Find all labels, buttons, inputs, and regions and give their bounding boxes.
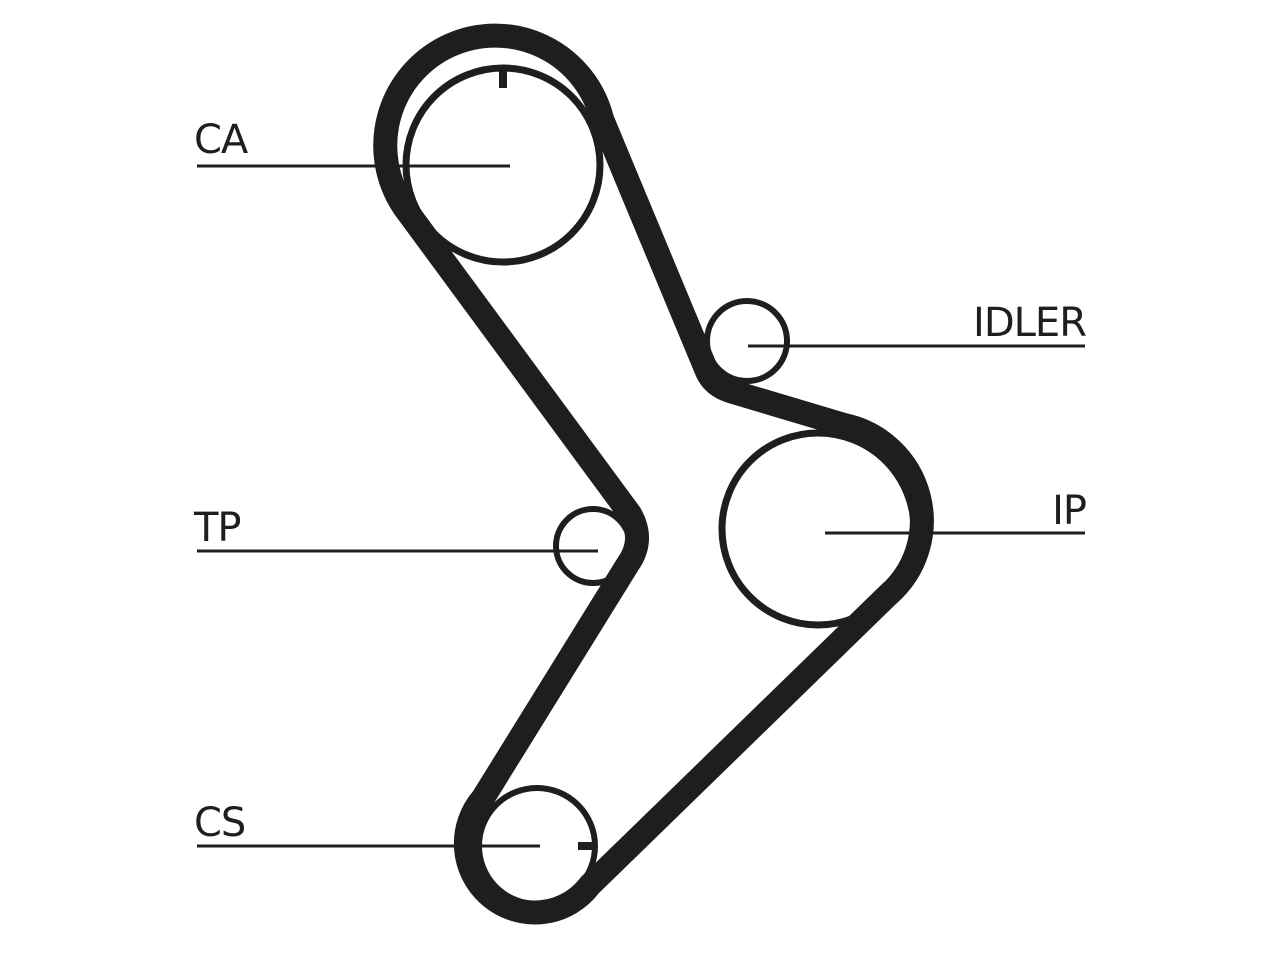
ca-label: CA — [194, 117, 249, 163]
timing-belt — [373, 23, 934, 925]
injection-pump-pulley — [718, 429, 918, 629]
cs-label: CS — [194, 800, 245, 846]
ip-label: IP — [1052, 488, 1086, 534]
tensioner-pulley — [553, 506, 633, 586]
idler-label: IDLER — [973, 300, 1086, 346]
idler-pulley — [704, 298, 790, 384]
tp-label: TP — [193, 505, 241, 551]
